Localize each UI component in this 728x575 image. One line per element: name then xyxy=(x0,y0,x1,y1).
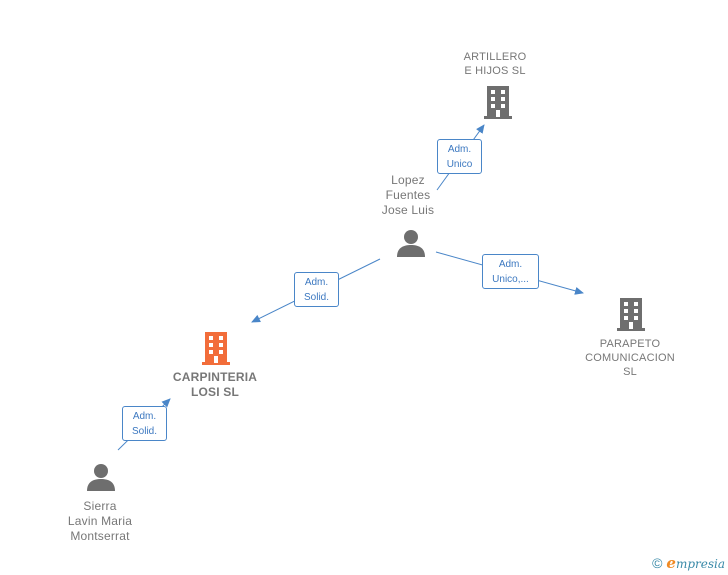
node-label-carpinteria: CARPINTERIA LOSI SL xyxy=(172,370,258,399)
node-label-parapeto: PARAPETO COMUNICACION SL xyxy=(585,338,675,378)
person-icon[interactable] xyxy=(87,463,115,491)
node-label-lopez: Lopez Fuentes Jose Luis xyxy=(381,173,435,217)
edge-label-sierra-carpinteria[interactable]: Adm. Solid. xyxy=(122,406,167,441)
footer-brand: © empresia xyxy=(652,554,725,572)
building-icon[interactable] xyxy=(484,84,512,120)
brand-logo: empresia xyxy=(666,554,725,572)
person-icon[interactable] xyxy=(397,229,425,257)
copyright-icon: © xyxy=(652,555,663,571)
edge-label-lopez-carpinteria[interactable]: Adm. Solid. xyxy=(294,272,339,307)
building-icon[interactable] xyxy=(202,330,230,366)
node-label-artillero: ARTILLERO E HIJOS SL xyxy=(463,51,527,77)
edge-label-lopez-parapeto[interactable]: Adm. Unico,... xyxy=(482,254,539,289)
building-icon[interactable] xyxy=(617,296,645,332)
node-label-sierra: Sierra Lavin Maria Montserrat xyxy=(67,499,133,543)
edge-label-lopez-artillero[interactable]: Adm. Unico xyxy=(437,139,482,174)
